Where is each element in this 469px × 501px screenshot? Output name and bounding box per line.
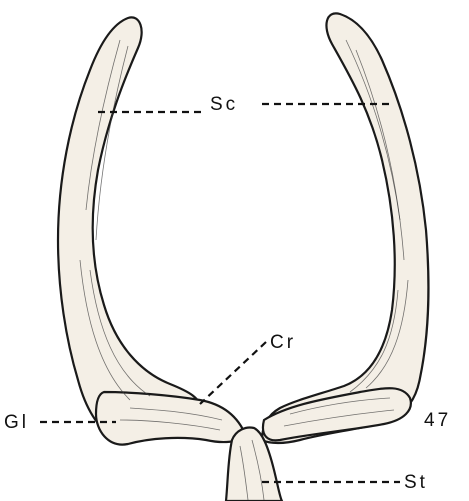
coracoid-leader <box>200 342 266 404</box>
figure-number: 47 <box>424 410 451 431</box>
glenoid-label: Gl <box>4 412 29 433</box>
sternum-label: St <box>404 472 428 493</box>
coracoid-label: Cr <box>270 332 296 353</box>
right-scapula <box>262 13 428 443</box>
left-coracoid <box>96 392 246 445</box>
scapula-label: Sc <box>210 94 238 115</box>
